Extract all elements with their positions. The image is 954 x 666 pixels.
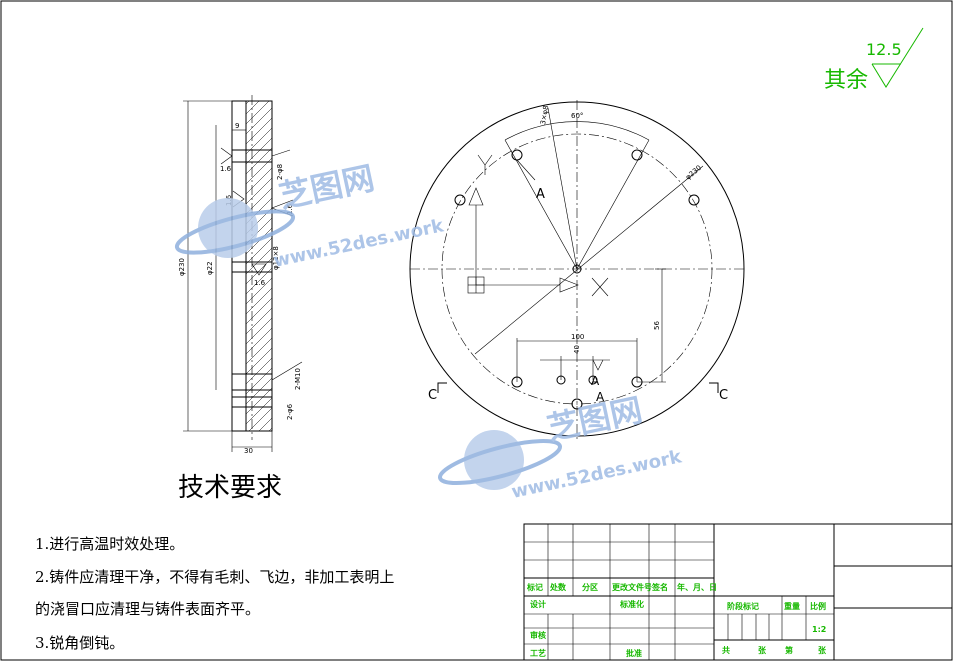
svg-text:设计: 设计 — [530, 599, 546, 609]
roughness-value: 12.5 — [866, 40, 902, 59]
x-axis-symbol — [591, 277, 609, 297]
watermark-brand: 芝图网 — [276, 159, 378, 216]
svg-text:标准化: 标准化 — [619, 599, 644, 609]
side-roughness-1: 1.6 — [220, 147, 233, 173]
section-label-right: C — [719, 388, 728, 403]
tech-req-item: 1.进行高温时效处理。 — [35, 535, 184, 553]
svg-text:比例: 比例 — [810, 601, 826, 611]
roughness-check-mark — [871, 27, 924, 88]
bolt-hole — [454, 194, 466, 206]
hole-note-top: 2-φ8 — [276, 164, 284, 180]
hole-diameter-text: 3×φ8 — [539, 105, 550, 125]
title-block: 标记 处数 分区 更改文件号 签名 年、月、日 设计 标准化 阶段标记 重量 比… — [523, 523, 953, 661]
side-roughness-4: 1.6 — [251, 263, 267, 287]
svg-text:签名: 签名 — [651, 582, 668, 592]
label-a-top: A — [536, 187, 545, 202]
svg-text:重量: 重量 — [784, 601, 800, 611]
roughness-label: 其余 — [824, 68, 868, 93]
watermark-url: www.52des.work — [272, 215, 447, 272]
bolt-hole — [631, 149, 643, 161]
tech-req-item: 3.锐角倒钝。 — [35, 634, 124, 652]
svg-text:阶段标记: 阶段标记 — [727, 601, 759, 611]
svg-text:共: 共 — [722, 645, 730, 655]
svg-text:年、月、日: 年、月、日 — [677, 582, 717, 592]
dim-spacing-text: 100 — [571, 333, 584, 341]
svg-text:张: 张 — [818, 646, 827, 655]
general-roughness-symbol: 其余 12.5 — [824, 27, 924, 93]
front-view: 60° φ230 3×φ8 A A A 100 40 56 — [409, 100, 746, 440]
watermark-bottom: 芝图网 www.52des.work — [438, 391, 685, 503]
hole-note-bottom: 2-M10 — [294, 368, 302, 390]
svg-text:批准: 批准 — [626, 648, 642, 658]
side-hole-bottom — [231, 373, 273, 391]
outer-diameter-text: φ230 — [684, 164, 703, 182]
side-hatch — [246, 101, 272, 431]
hole-note-bottom2: 2-φ6 — [286, 403, 294, 420]
svg-text:第: 第 — [785, 645, 793, 655]
center-mark — [572, 264, 582, 274]
angle-arc — [504, 121, 650, 141]
watermark-top: 芝图网 www.52des.work — [174, 159, 447, 272]
technical-requirements: 技术要求 1.进行高温时效处理。 2.铸件应清理干净，不得有毛刺、飞边，非加工表… — [35, 473, 394, 652]
side-hole-mid — [231, 261, 273, 273]
y-arrow — [468, 187, 484, 206]
hole-note-mid: φ12×8 — [272, 246, 280, 270]
svg-text:张: 张 — [758, 646, 767, 655]
svg-text:处数: 处数 — [549, 582, 567, 592]
svg-text:1:2: 1:2 — [812, 625, 826, 634]
diameter-leader — [474, 165, 704, 355]
bolt-hole — [688, 194, 700, 206]
svg-text:工艺: 工艺 — [530, 648, 546, 658]
side-section-view: φ230 φ22 30 9 1.6 1.6 1.6 1.6 2-φ8 — [178, 95, 303, 455]
angle-text: 60° — [571, 112, 583, 120]
section-label-left: C — [428, 388, 437, 403]
dim-counterbore-text: φ22 — [206, 261, 214, 275]
dim-width-text: 30 — [244, 447, 253, 455]
dim-vertical-text: 56 — [653, 321, 661, 330]
dim-height-text: φ230 — [178, 258, 186, 276]
label-a-bottom: A — [596, 390, 605, 404]
svg-text:分区: 分区 — [582, 582, 598, 592]
y-axis-symbol — [477, 154, 493, 175]
svg-text:1.6: 1.6 — [220, 165, 232, 173]
watermark-url: www.52des.work — [510, 446, 685, 503]
svg-text:标记: 标记 — [526, 582, 543, 592]
x-arrow — [559, 277, 579, 293]
tech-req-item: 的浇冒口应清理与铸件表面齐平。 — [35, 600, 260, 618]
label-a-mid: A — [591, 374, 600, 388]
svg-text:1.6: 1.6 — [286, 203, 294, 215]
svg-text:1.6: 1.6 — [254, 279, 266, 287]
svg-text:更改文件号: 更改文件号 — [612, 582, 652, 592]
dim-small-text: 40 — [573, 345, 581, 354]
bolt-hole — [571, 398, 583, 410]
svg-text:审核: 审核 — [530, 630, 546, 640]
tech-req-heading: 技术要求 — [178, 473, 282, 503]
tech-req-item: 2.铸件应清理干净，不得有毛刺、飞边，非加工表明上 — [35, 568, 394, 586]
dim-top-offset-text: 9 — [235, 122, 239, 130]
watermark-brand: 芝图网 — [544, 391, 646, 448]
